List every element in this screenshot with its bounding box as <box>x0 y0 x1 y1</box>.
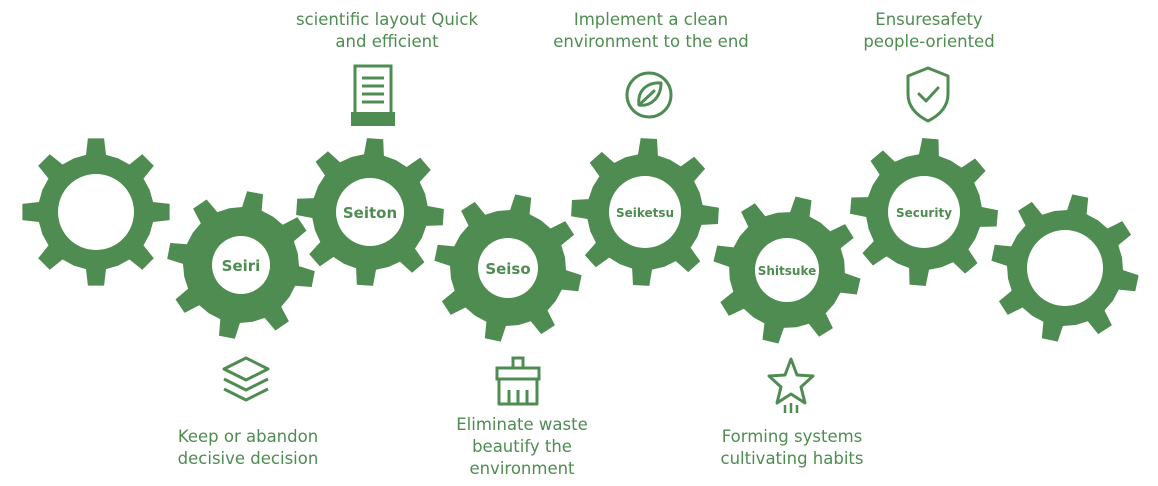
security-caption: Ensuresafety people-oriented <box>863 9 994 53</box>
gear-seiketsu-label: Seiketsu <box>616 206 674 220</box>
shield-check-icon <box>906 66 950 123</box>
seiketsu-caption-line-1: Implement a clean <box>573 10 729 29</box>
gear-seiso-hole <box>478 238 538 298</box>
gear-security-hole <box>888 176 960 248</box>
leaf-icon <box>625 71 673 119</box>
gear-seiso-label: Seiso <box>485 260 530 278</box>
seiri-caption: Keep or abandon decisive decision <box>178 426 319 470</box>
gear-shitsuke: Shitsuke <box>713 196 861 344</box>
shitsuke-caption-line-1: Forming systems <box>721 427 863 446</box>
seiton-caption-line-2: and efficient <box>335 32 439 51</box>
gear-seiri-hole <box>212 236 270 294</box>
seiketsu-caption: Implement a clean environment to the end <box>553 9 749 53</box>
gear-seiketsu-hole <box>609 176 681 248</box>
seiso-caption-line-3: environment <box>469 459 575 478</box>
gear-seiso: Seiso <box>434 194 582 342</box>
gear-seiri-label: Seiri <box>222 257 261 275</box>
broom-icon <box>495 356 541 406</box>
seiton-caption-line-1: scientific layout Quick <box>295 10 479 29</box>
gear-blank-right <box>991 194 1139 342</box>
seiri-caption-line-1: Keep or abandon <box>177 427 319 446</box>
seiso-caption-line-1: Eliminate waste <box>456 415 588 434</box>
security-caption-line-2: people-oriented <box>863 32 995 51</box>
gear-seiton: Seiton <box>296 138 444 286</box>
gear-blank-left <box>22 138 170 286</box>
star-icon <box>767 357 815 413</box>
gear-blank-left-hole <box>58 174 134 250</box>
seiso-caption-line-2: beautify the <box>472 437 572 456</box>
gear-seiton-label: Seiton <box>343 204 397 222</box>
seiton-caption: scientific layout Quick and efficient <box>296 9 478 53</box>
security-caption-line-1: Ensuresafety <box>875 10 983 29</box>
shitsuke-caption: Forming systems cultivating habits <box>721 426 864 470</box>
layers-icon <box>222 356 270 402</box>
gear-shitsuke-label: Shitsuke <box>758 264 817 278</box>
seiso-caption: Eliminate waste beautify the environment <box>456 414 588 480</box>
seiri-caption-line-2: decisive decision <box>177 449 319 468</box>
gear-shitsuke-hole <box>755 238 819 302</box>
document-tray-icon <box>351 64 395 126</box>
gear-blank-right-hole <box>1027 230 1103 306</box>
seiketsu-caption-line-2: environment to the end <box>553 32 749 51</box>
shitsuke-caption-line-2: cultivating habits <box>720 449 864 468</box>
gear-seiton-hole <box>336 178 404 246</box>
gear-seiri: Seiri <box>167 191 315 339</box>
gear-security: Security <box>850 138 998 286</box>
gear-seiketsu: Seiketsu <box>571 138 719 286</box>
gear-security-label: Security <box>896 206 952 220</box>
